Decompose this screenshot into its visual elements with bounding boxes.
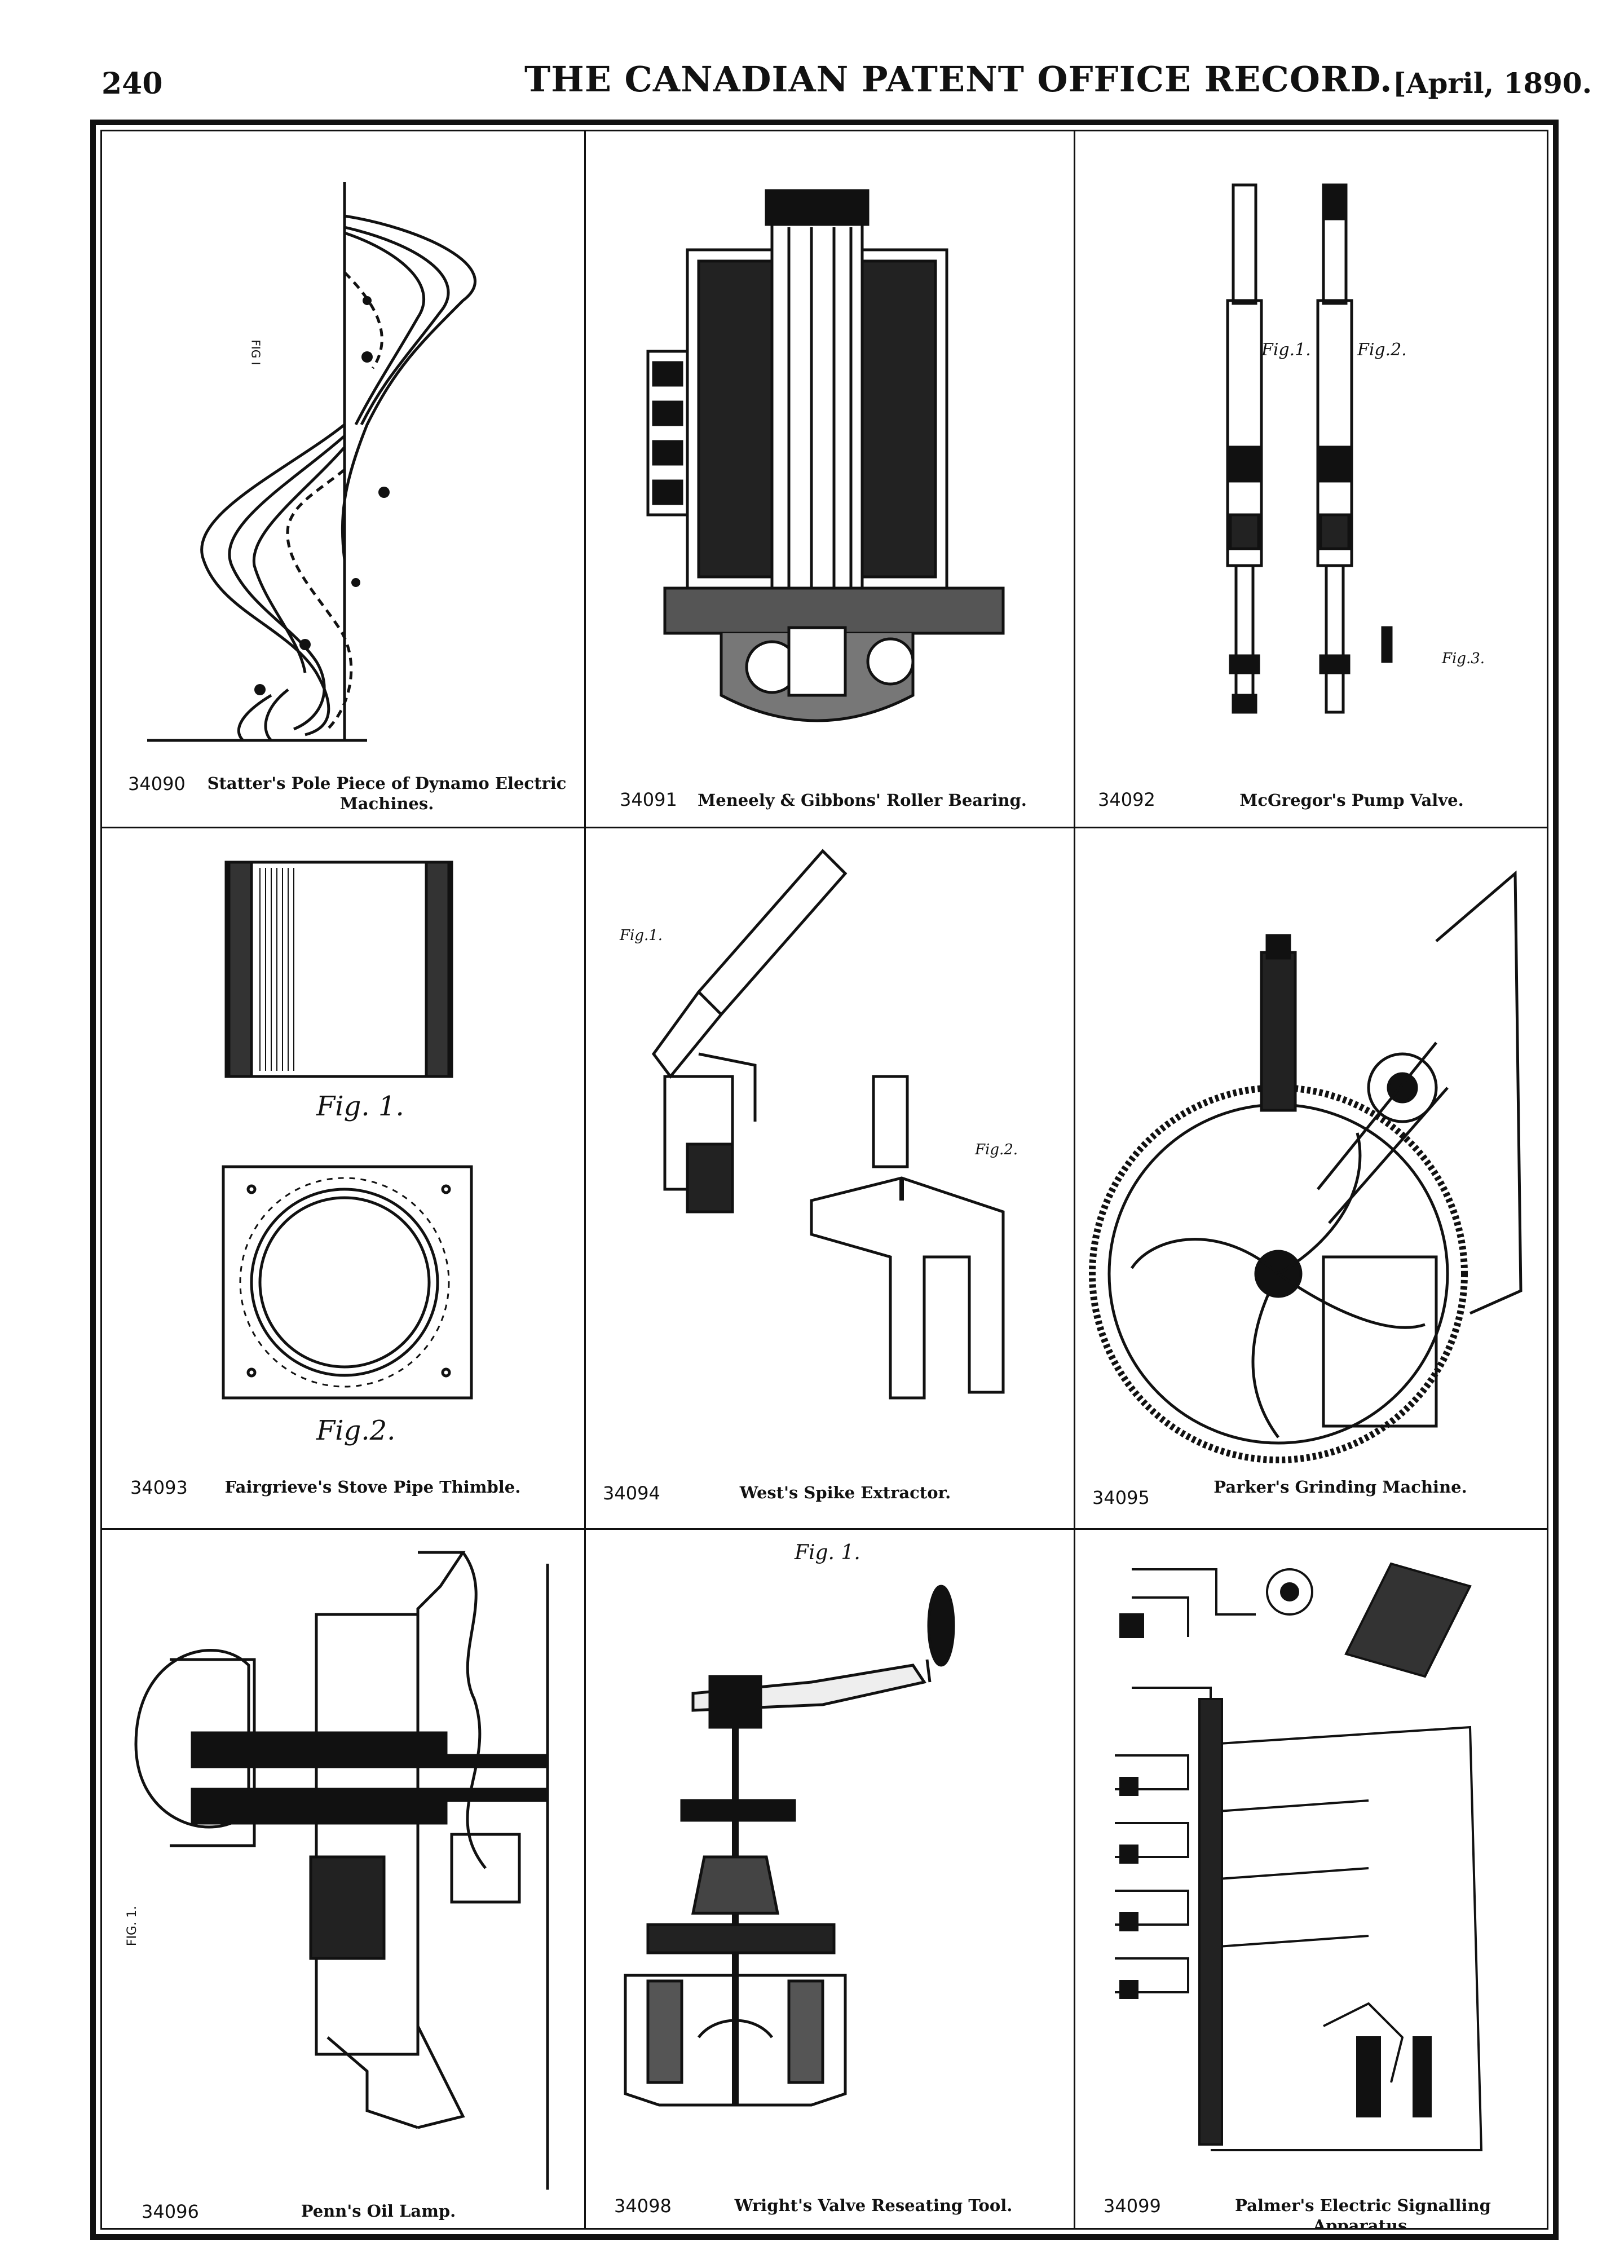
column-divider xyxy=(1074,131,1075,2229)
patent-cell-34093: Fig. 1. Fig.2. 34093 Fairgrieve's Stove … xyxy=(102,828,583,1527)
patent-cell-34090: FIG I 34090 Statter's Pole Piece of Dyna… xyxy=(102,131,583,826)
patent-number: 34090 xyxy=(128,773,186,795)
oil-lamp-drawing xyxy=(134,1551,549,2190)
figure-label: FIG. 1. xyxy=(125,1905,140,1947)
row-divider xyxy=(102,1528,1547,1530)
figure-label: Fig. 1. xyxy=(316,1091,404,1122)
patent-title: Meneely & Gibbons' Roller Bearing. xyxy=(698,791,1027,810)
patent-number: 34093 xyxy=(130,1477,188,1498)
patent-title: Statter's Pole Piece of Dynamo Electric … xyxy=(207,774,567,813)
patent-number: 34091 xyxy=(620,789,677,810)
patent-title: West's Spike Extractor. xyxy=(739,1483,951,1502)
signalling-apparatus-drawing xyxy=(1115,1562,1483,2151)
patent-cell-34091: 34091 Meneely & Gibbons' Roller Bearing. xyxy=(586,131,1073,826)
issue-date: [April, 1890. xyxy=(1393,67,1592,100)
figure-label: Fig.1. xyxy=(1261,340,1311,360)
figure-label: Fig.2. xyxy=(316,1415,396,1446)
figure-label: Fig. 1. xyxy=(795,1541,860,1564)
valve-reseating-tool-drawing xyxy=(624,1585,955,2107)
patent-cell-34094: Fig.1. Fig.2. 34094 West's Spike Extract… xyxy=(586,828,1073,1527)
patent-title: Palmer's Electric Signalling Apparatus. xyxy=(1235,2196,1491,2229)
patent-number: 34092 xyxy=(1098,789,1155,810)
figure-label: Fig.2. xyxy=(975,1141,1018,1158)
patent-cell-34095: 34095 Parker's Grinding Machine. xyxy=(1075,828,1546,1527)
patent-title: Penn's Oil Lamp. xyxy=(301,2201,456,2221)
patent-number: 34094 xyxy=(603,1482,660,1504)
figure-label: Fig.1. xyxy=(620,927,663,944)
stove-pipe-thimble-drawing xyxy=(222,861,473,1400)
patent-cell-34096: FIG. 1. 34096 Penn's Oil Lamp. xyxy=(102,1530,583,2229)
page-number: 240 xyxy=(102,67,163,101)
patent-number: 34095 xyxy=(1092,1487,1150,1508)
journal-title: THE CANADIAN PATENT OFFICE RECORD. xyxy=(524,59,1393,100)
patent-title: McGregor's Pump Valve. xyxy=(1239,791,1464,810)
row-divider xyxy=(102,827,1547,828)
page-inner-border xyxy=(100,130,1548,2230)
figure-label: FIG I xyxy=(249,339,263,365)
patent-number: 34099 xyxy=(1104,2195,1161,2217)
spike-extractor-drawing xyxy=(651,849,1005,1400)
patent-cell-34098: Fig. 1. 34098 Wright's Valve Reseating T… xyxy=(586,1530,1073,2229)
figure-label: Fig.3. xyxy=(1442,650,1485,667)
patent-title: Fairgrieve's Stove Pipe Thimble. xyxy=(224,1477,521,1497)
page-border xyxy=(90,120,1559,2240)
patent-number: 34098 xyxy=(614,2195,672,2217)
patent-cell-34092: Fig.1. Fig.2. Fig.3. 34092 McGregor's Pu… xyxy=(1075,131,1546,826)
patent-title: Wright's Valve Reseating Tool. xyxy=(734,2196,1013,2215)
roller-bearing-drawing xyxy=(646,189,1005,722)
grinding-machine-drawing xyxy=(1089,870,1522,1463)
pump-valve-drawing xyxy=(1226,183,1393,714)
column-divider xyxy=(584,131,586,2229)
patent-number: 34096 xyxy=(142,2201,199,2222)
patent-title: Parker's Grinding Machine. xyxy=(1213,1477,1467,1497)
figure-label: Fig.2. xyxy=(1357,340,1407,360)
dynamo-pole-piece-drawing xyxy=(147,182,476,742)
patent-cell-34099: 34099 Palmer's Electric Signalling Appar… xyxy=(1075,1530,1546,2229)
